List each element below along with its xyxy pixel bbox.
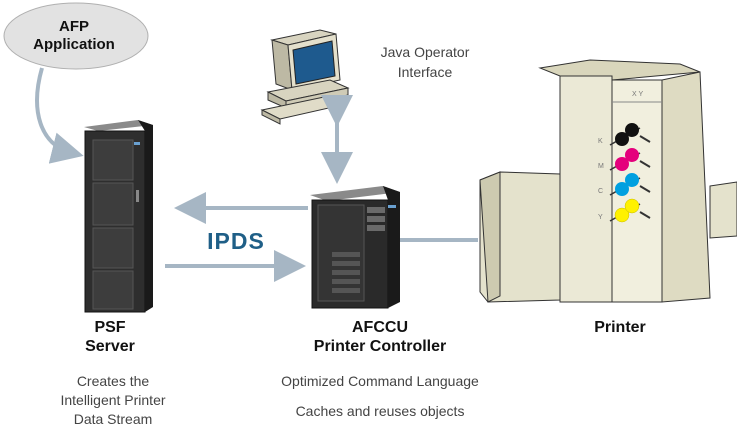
printer-header-text: X Y — [632, 91, 643, 98]
psf-title-line1: PSF — [94, 319, 126, 336]
java-operator-label: Java Operator Interface — [355, 42, 495, 82]
controller-description-1: Optimized Command Language — [281, 373, 479, 389]
java-label-line2: Interface — [397, 64, 453, 80]
controller-description-2: Caches and reuses objects — [295, 403, 465, 419]
psf-server-title: PSF Server — [60, 318, 160, 356]
controller-title: AFCCU Printer Controller — [265, 318, 495, 356]
printer-icon: X Y K M C Y — [479, 59, 737, 303]
java-label-line1: Java Operator — [380, 44, 470, 60]
toner-label-k: K — [598, 138, 603, 145]
arrow-app-to-psf — [35, 67, 84, 164]
psf-server-icon — [84, 120, 153, 313]
toner-label-m: M — [598, 163, 604, 170]
controller-title-line1: AFCCU — [352, 319, 408, 336]
afp-application-bubble — [3, 2, 149, 70]
toner-yellow — [609, 198, 651, 223]
toner-label-y: Y — [598, 214, 603, 221]
toner-magenta — [609, 148, 651, 171]
computer-icon — [260, 29, 350, 125]
ipds-label: IPDS — [207, 228, 265, 254]
afp-application-label: AFP Application — [8, 18, 140, 54]
psf-server-description: Creates the Intelligent Printer Data Str… — [48, 372, 178, 429]
psf-title-line2: Server — [85, 338, 135, 355]
afp-label-line1: AFP — [59, 18, 89, 35]
controller-icon — [310, 186, 400, 309]
afp-label-line2: Application — [33, 36, 115, 53]
psf-desc-line2: Intelligent Printer — [60, 392, 166, 408]
printer-title: Printer — [594, 319, 646, 336]
psf-desc-line3: Data Stream — [73, 411, 153, 427]
toner-label-c: C — [598, 188, 603, 195]
psf-desc-line1: Creates the — [76, 373, 150, 389]
controller-title-line2: Printer Controller — [313, 338, 447, 355]
toner-black — [609, 123, 651, 146]
toner-cyan — [609, 173, 651, 196]
